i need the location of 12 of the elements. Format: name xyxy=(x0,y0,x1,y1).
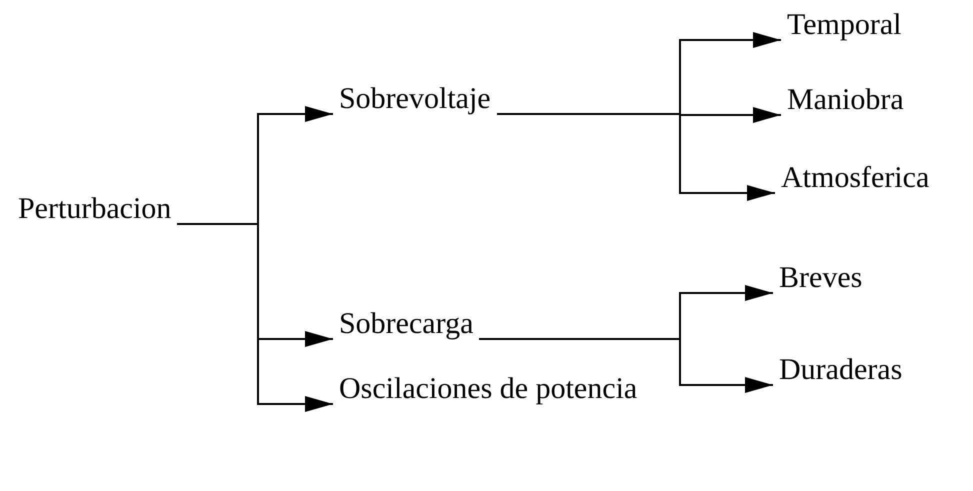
connector-arrow xyxy=(479,338,773,393)
node-label: Perturbacion xyxy=(12,194,178,224)
node-label: Oscilaciones de potencia xyxy=(333,374,644,404)
node-label: Atmosferica xyxy=(775,163,936,193)
node-label: Maniobra xyxy=(781,85,910,115)
node-label: Temporal xyxy=(781,10,908,40)
connector-arrow xyxy=(497,113,775,201)
node-label: Breves xyxy=(773,263,868,293)
node-label: Sobrevoltaje xyxy=(333,84,497,114)
node-label: Sobrecarga xyxy=(333,309,480,339)
connector-arrow xyxy=(177,223,333,412)
node-label: Duraderas xyxy=(773,355,908,385)
